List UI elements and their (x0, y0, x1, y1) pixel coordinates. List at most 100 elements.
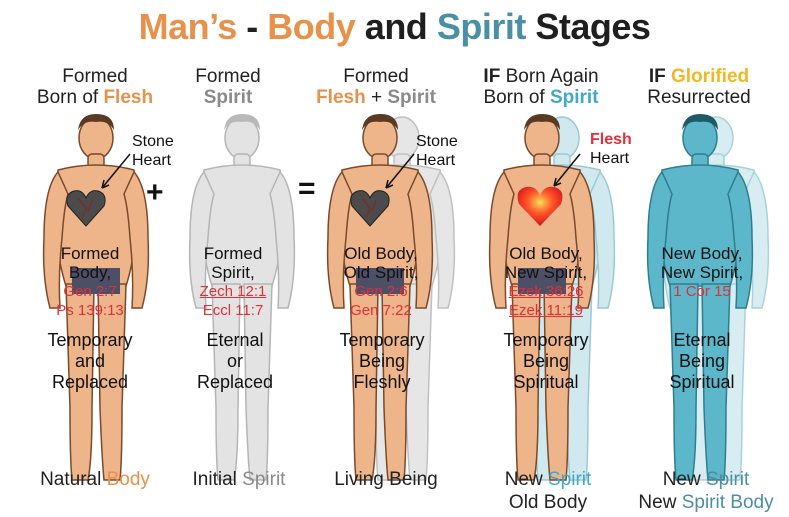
state-col3: Temporary Being Fleshly (320, 330, 444, 393)
footer-col1: Natural Body (20, 468, 170, 491)
heart-label-heart: Heart (590, 150, 629, 167)
footer-col1-natural: Natural (40, 469, 107, 490)
ref-ezek-36-26[interactable]: Ezek 36:26 (508, 283, 583, 300)
page-title: Man’s - Body and Spirit Stages (0, 6, 789, 48)
state-col4-line3: Spiritual (484, 372, 608, 393)
arrow-stone-heart-2 (380, 150, 420, 194)
ref-gen-2-7[interactable]: Gen 2:7 (30, 282, 150, 301)
mid-text-col3: Old Body, Old Spirit, Gen 2:6 Gen 7:22 (322, 244, 440, 320)
footer-col2-initial: Initial (193, 469, 243, 490)
state-col4-line2: Being (484, 351, 608, 372)
footer-col4-old-body: Old Body (478, 491, 618, 514)
footer-col4-new: New (505, 469, 548, 490)
header-col4-born-of: Born of (483, 87, 550, 108)
header-col4: IF Born Again Born of Spirit (466, 66, 616, 108)
state-col5-line2: Being (642, 351, 762, 372)
header-col3-plus: + (366, 87, 388, 108)
state-col5-line3: Spiritual (642, 372, 762, 393)
mid-text-col2: Formed Spirit, Zech 12:1 Eccl 11:7 (178, 244, 288, 320)
state-col4: Temporary Being Spiritual (484, 330, 608, 393)
header-col4-spirit: Spirit (550, 87, 599, 108)
state-col1-line1: Temporary (28, 330, 152, 351)
ref-eccl-11-7[interactable]: Eccl 11:7 (178, 301, 288, 320)
header-col5-if: IF (649, 66, 666, 87)
plus-operator: + (146, 176, 164, 210)
title-and: and (355, 6, 437, 47)
state-col2-line3: Replaced (180, 372, 290, 393)
heart-label-col4: Flesh Heart (590, 130, 632, 168)
state-col4-line1: Temporary (484, 330, 608, 351)
footer-col5: New Spirit New Spirit Body (624, 468, 788, 514)
header-col1-line2: Born of Flesh (20, 87, 170, 108)
ref-zech-12-1[interactable]: Zech 12:1 (200, 283, 267, 300)
mid-text-col4: Old Body, New Spirit, Ezek 36:26 Ezek 11… (484, 244, 608, 320)
mid-text-col5: New Body, New Spirit, 1 Cor 15 (642, 244, 762, 301)
mid-col4-line2: New Spirit, (484, 263, 608, 282)
header-col3-line1: Formed (306, 66, 446, 87)
header-col3: Formed Flesh + Spirit (306, 66, 446, 108)
mid-col5-line1: New Body, (642, 244, 762, 263)
footer-col3-living-being: Living Being (334, 469, 438, 490)
ref-gen-7-22[interactable]: Gen 7:22 (322, 301, 440, 320)
mid-col1-line1: Formed (30, 244, 150, 263)
mid-col3-line2: Old Spirit, (322, 263, 440, 282)
mid-col5-line2: New Spirit, (642, 263, 762, 282)
state-col5-line1: Eternal (642, 330, 762, 351)
ref-ezek-11-19[interactable]: Ezek 11:19 (509, 302, 583, 319)
header-col5-resurrected: Resurrected (624, 87, 774, 108)
footer-col1-body: Body (107, 469, 150, 490)
footer-col2: Initial Spirit (174, 468, 304, 491)
header-col5-glorified: Glorified (671, 66, 749, 87)
mid-col2-line1: Formed (178, 244, 288, 263)
title-stages: Stages (526, 6, 651, 47)
ref-ps-139-13[interactable]: Ps 139:13 (30, 301, 150, 320)
state-col1-line2: and (28, 351, 152, 372)
footer-col4-spirit: Spirit (548, 469, 591, 490)
state-col5: Eternal Being Spiritual (642, 330, 762, 393)
mid-col1-line2: Body, (30, 263, 150, 282)
title-spirit: Spirit (437, 6, 526, 47)
state-col2-line2: or (180, 351, 290, 372)
title-dash: - (237, 6, 268, 47)
header-col4-born-again: Born Again (500, 66, 598, 87)
header-col2-line1: Formed (168, 66, 288, 87)
ref-1-cor-15[interactable]: 1 Cor 15 (642, 282, 762, 301)
header-col1: Formed Born of Flesh (20, 66, 170, 108)
state-col2: Eternal or Replaced (180, 330, 290, 393)
header-col3-flesh: Flesh (316, 87, 366, 108)
stone-heart-icon (64, 188, 108, 228)
header-col3-spirit: Spirit (387, 87, 436, 108)
title-body: Body (267, 6, 355, 47)
title-mans: Man’s (139, 6, 237, 47)
ref-gen-2-6[interactable]: Gen 2:6 (322, 282, 440, 301)
mid-text-col1: Formed Body, Gen 2:7 Ps 139:13 (30, 244, 150, 320)
state-col1-line3: Replaced (28, 372, 152, 393)
state-col3-line1: Temporary (320, 330, 444, 351)
footer-col4: New Spirit Old Body (478, 468, 618, 514)
header-col2-spirit: Spirit (204, 87, 253, 108)
stone-heart-icon (348, 188, 392, 228)
mid-col2-line2: Spirit, (178, 263, 288, 282)
arrow-flesh-heart (546, 150, 586, 194)
footer-col5-spirit: Spirit (706, 469, 749, 490)
state-col3-line3: Fleshly (320, 372, 444, 393)
header-col5: IF Glorified Resurrected (624, 66, 774, 108)
footer-col2-spirit: Spirit (242, 469, 285, 490)
mid-col4-line1: Old Body, (484, 244, 608, 263)
equals-operator: = (298, 172, 316, 206)
header-col1-line1: Formed (20, 66, 170, 87)
arrow-stone-heart-1 (96, 150, 136, 194)
footer-col3: Living Being (316, 468, 456, 491)
header-col1-born: Born of (37, 87, 104, 108)
footer-col5-spirit-body: Spirit Body (682, 492, 774, 513)
header-col2: Formed Spirit (168, 66, 288, 108)
state-col2-line1: Eternal (180, 330, 290, 351)
header-col4-if: IF (483, 66, 500, 87)
heart-label-flesh: Flesh (590, 131, 632, 148)
footer-col5-new: New (663, 469, 706, 490)
header-col1-flesh: Flesh (103, 87, 153, 108)
state-col3-line2: Being (320, 351, 444, 372)
state-col1: Temporary and Replaced (28, 330, 152, 393)
